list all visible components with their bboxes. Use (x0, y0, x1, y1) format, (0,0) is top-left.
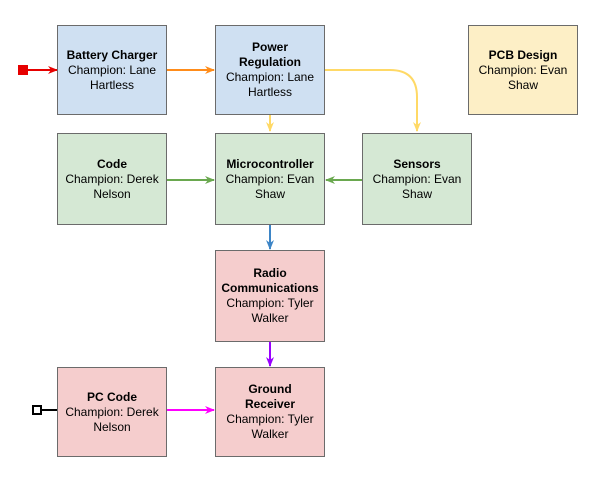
node-champion: Champion: Lane Hartless (67, 62, 157, 92)
node-champion: Champion: Evan Shaw (225, 171, 315, 201)
node-microcontroller: Microcontroller Champion: Evan Shaw (215, 133, 325, 225)
node-title: PC Code (86, 389, 137, 404)
node-champion: Champion: Derek Nelson (65, 171, 159, 201)
node-champion: Champion: Evan Shaw (478, 62, 568, 92)
node-title: Ground Receiver (244, 382, 296, 411)
node-champion: Champion: Lane Hartless (225, 70, 315, 99)
node-champion: Champion: Derek Nelson (65, 404, 159, 434)
input-terminal-black (32, 405, 42, 415)
node-title: Radio Communications (221, 266, 319, 295)
node-radio-communications: Radio Communications Champion: Tyler Wal… (215, 250, 325, 342)
node-title: PCB Design (488, 47, 558, 62)
input-terminal-red (18, 65, 28, 75)
node-battery-charger: Battery Charger Champion: Lane Hartless (57, 25, 167, 115)
node-power-regulation: Power Regulation Champion: Lane Hartless (215, 25, 325, 115)
node-champion: Champion: Tyler Walker (226, 412, 314, 441)
arrow-power-regulation-to-sensors (325, 69, 421, 132)
node-pc-code: PC Code Champion: Derek Nelson (57, 367, 167, 457)
node-sensors: Sensors Champion: Evan Shaw (362, 133, 472, 225)
node-title: Sensors (393, 156, 441, 171)
node-pcb-design: PCB Design Champion: Evan Shaw (468, 25, 578, 115)
node-title: Microcontroller (226, 156, 314, 171)
node-champion: Champion: Tyler Walker (226, 296, 314, 325)
node-code: Code Champion: Derek Nelson (57, 133, 167, 225)
node-title: Power Regulation (239, 40, 301, 69)
node-title: Battery Charger (66, 47, 158, 62)
node-ground-receiver: Ground Receiver Champion: Tyler Walker (215, 367, 325, 457)
node-champion: Champion: Evan Shaw (372, 171, 462, 201)
node-title: Code (97, 156, 127, 171)
